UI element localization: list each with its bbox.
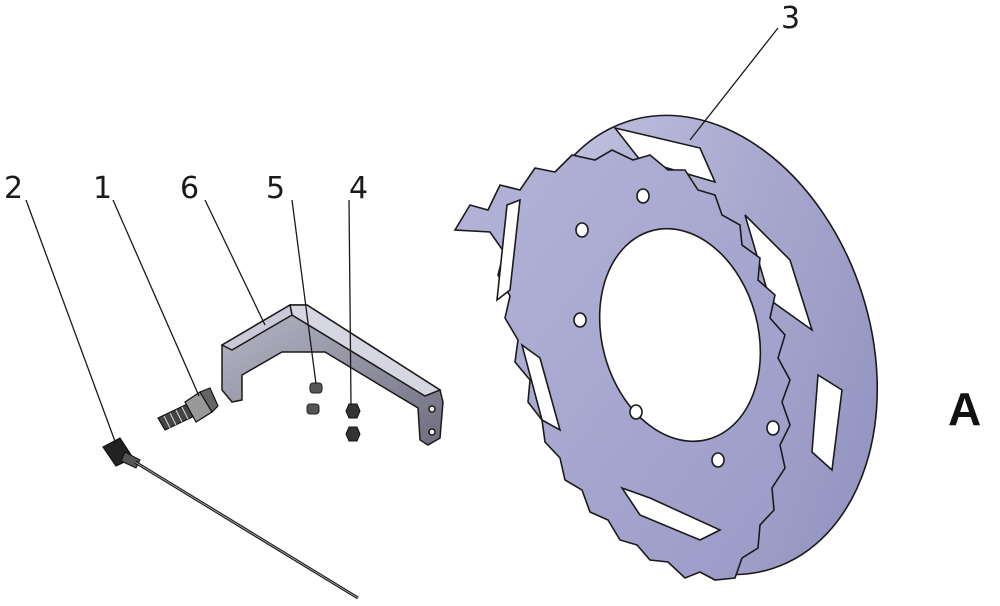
threaded-fitting-part: [157, 387, 219, 431]
leader-line-1: [112, 199, 200, 397]
figure-label: A: [948, 383, 982, 435]
leader-line-2: [25, 199, 117, 445]
callout-3: 3: [781, 1, 801, 36]
callout-2: 2: [4, 171, 24, 206]
bracket-part: [220, 303, 444, 446]
nuts-part: [345, 403, 361, 442]
screws-part: [306, 382, 323, 415]
leader-line-5: [291, 199, 317, 385]
callout-5: 5: [266, 171, 286, 206]
leader-line-3: [689, 27, 779, 141]
callout-6: 6: [180, 171, 200, 206]
toothed-ring-part: [453, 114, 879, 581]
callout-4: 4: [349, 171, 369, 206]
probe-part: [102, 437, 359, 600]
callout-1: 1: [93, 171, 113, 206]
leader-line-4: [348, 199, 352, 406]
callout-leader-lines: [25, 27, 779, 445]
leader-line-6: [204, 199, 266, 326]
